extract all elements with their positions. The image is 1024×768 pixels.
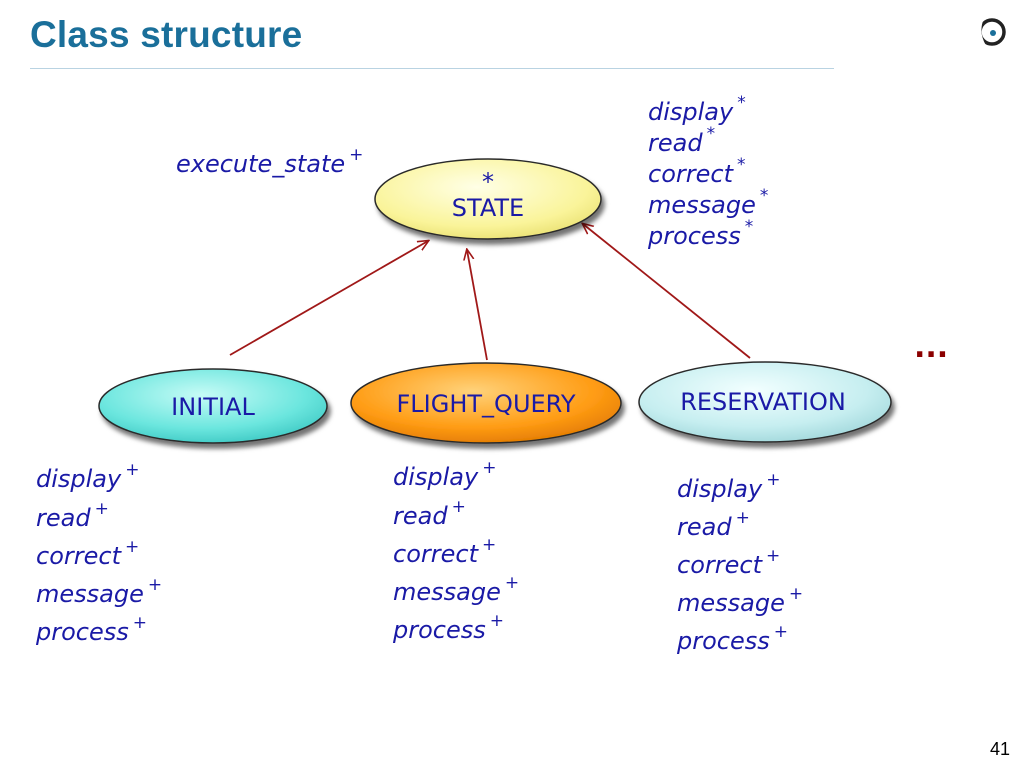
initial-name: INITIAL [171,393,255,421]
feature-mark: + [773,622,789,642]
feature-name: message [393,578,501,606]
feature-mark: + [735,508,750,528]
reservation-feature-read: read+ [677,510,750,541]
feature-name: display [677,475,763,503]
feature-mark: + [481,535,497,555]
initial-feature-read: read+ [36,501,109,532]
feature-mark: + [124,537,140,557]
feature-name: message [648,191,756,219]
state-feature-execute-state: execute_state+ [176,147,363,178]
class-node-flight-query[interactable]: FLIGHT_QUERY [350,362,622,444]
initial-feature-display: display+ [36,462,139,493]
state-feature-display: display* [648,95,746,126]
state-name: STATE [452,194,524,222]
flight-query-feature-display: display+ [393,460,496,491]
initial-feature-process: process+ [36,615,147,646]
feature-name: process [393,616,486,644]
feature-mark: * [759,186,769,206]
feature-mark: + [147,575,163,595]
feature-name: process [36,618,129,646]
class-node-initial[interactable]: INITIAL [98,368,328,444]
title-divider [30,68,834,69]
feature-name: read [677,513,732,541]
feature-name: correct [677,551,762,579]
feature-name: read [648,129,703,157]
flight-query-feature-read: read+ [393,499,466,530]
feature-mark: + [504,573,520,593]
reservation-feature-display: display+ [677,472,780,503]
state-feature-message: message* [648,188,768,219]
class-node-state[interactable]: * STATE [374,158,602,240]
feature-name: display [393,463,479,491]
state-feature-correct: correct* [648,157,745,188]
flight-query-feature-process: process+ [393,613,504,644]
flight-query-feature-message: message+ [393,575,519,606]
eiffel-logo-icon [977,17,1006,47]
feature-name: display [648,98,734,126]
feature-name: read [393,502,448,530]
slide-title: Class structure [30,14,303,55]
feature-name: read [36,504,91,532]
flight-query-feature-correct: correct+ [393,537,496,568]
arrow-flight-query-to-state [467,250,488,361]
reservation-feature-process: process+ [677,624,788,655]
feature-mark: + [94,499,109,519]
arrow-initial-to-state [229,241,428,356]
state-deferred-mark: * [482,168,494,196]
page-number: 41 [989,739,1010,759]
state-feature-read: read* [648,126,715,157]
feature-name: message [36,580,144,608]
reservation-name: RESERVATION [680,388,846,416]
feature-mark: + [766,470,781,490]
feature-name: correct [648,160,733,188]
feature-mark: + [482,458,497,478]
feature-mark: + [349,145,364,165]
feature-name: correct [36,542,121,570]
feature-mark: * [737,93,746,113]
arrow-reservation-to-state [583,224,751,359]
feature-name: process [677,627,770,655]
feature-name: process [648,222,741,250]
reservation-feature-correct: correct+ [677,548,780,579]
feature-mark: + [132,613,148,633]
feature-name: correct [393,540,478,568]
feature-name: display [36,465,122,493]
feature-mark: * [736,155,746,175]
feature-mark: + [489,611,505,631]
initial-feature-message: message+ [36,577,162,608]
feature-mark: + [125,460,140,480]
more-classes-ellipsis: ... [914,330,949,365]
initial-feature-correct: correct+ [36,539,139,570]
reservation-feature-message: message+ [677,586,803,617]
feature-mark: + [451,497,466,517]
feature-name: message [677,589,785,617]
feature-mark: + [788,584,804,604]
feature-name: execute_state [176,150,346,178]
feature-mark: + [765,546,781,566]
state-feature-process: process* [648,219,753,250]
flight-query-name: FLIGHT_QUERY [397,390,576,418]
feature-mark: * [744,217,754,237]
feature-mark: * [706,124,716,144]
class-node-reservation[interactable]: RESERVATION [638,361,892,443]
